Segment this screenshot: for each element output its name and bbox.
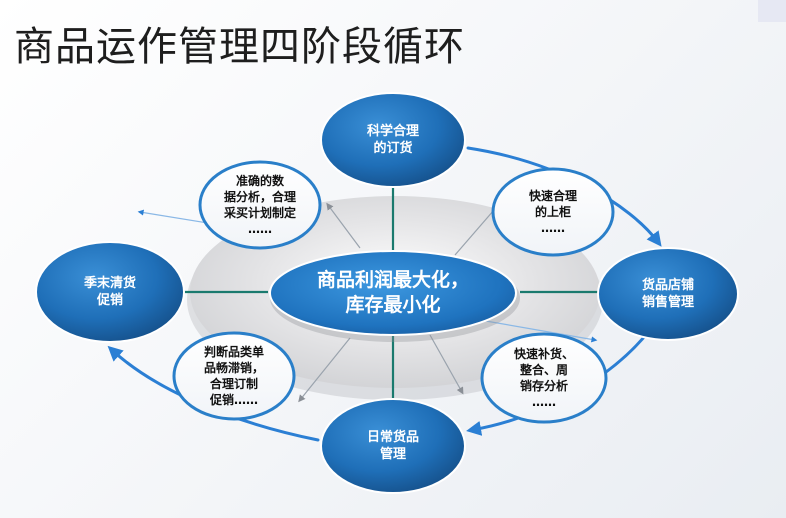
stage-left-line-2: 促销 — [96, 293, 123, 308]
pointer-bl — [298, 337, 351, 403]
pointer-lr — [479, 319, 598, 343]
note-br-line-4: …… — [532, 395, 556, 409]
note-label-bottom-left: 判断品类单 品畅滞销， 合理订制 促销…… — [179, 341, 289, 411]
note-tl-line-2: 据分析，合理 — [223, 190, 296, 204]
note-bl-line-1: 判断品类单 — [203, 345, 264, 359]
stage-label-bottom: 日常货品 管理 — [333, 426, 453, 466]
note-bl-line-4: 促销…… — [209, 393, 258, 407]
note-tr-line-1: 快速合理 — [528, 189, 577, 203]
pointer-ul — [326, 202, 361, 249]
note-bubble-bottom-left — [172, 331, 296, 421]
connectors — [180, 185, 605, 405]
note-tl-line-3: 采买计划制定 — [223, 206, 296, 220]
note-br-line-2: 整合、周 — [519, 363, 568, 377]
note-bl-line-3: 合理订制 — [209, 377, 258, 391]
stage-label-left: 季末清货 促销 — [50, 272, 170, 312]
stage-label-right: 货品店铺 销售管理 — [608, 274, 728, 314]
stage-bottom-line-1: 日常货品 — [366, 430, 419, 445]
note-tr-line-3: …… — [541, 221, 565, 235]
center-label: 商品利润最大化， 库存最小化 — [283, 266, 503, 320]
note-tr-line-2: 的上柜 — [534, 205, 571, 219]
stage-node-right — [597, 247, 739, 341]
pointer-br — [429, 334, 464, 395]
stage-top-line-1: 科学合理 — [366, 124, 419, 139]
stage-node-left — [35, 241, 185, 343]
stage-bottom-line-2: 管理 — [379, 447, 406, 462]
stage-node-bottom — [320, 398, 466, 494]
note-label-top-left: 准确的数 据分析，合理 采买计划制定 …… — [205, 170, 315, 240]
note-bubble-top-left — [198, 160, 322, 250]
note-br-line-1: 快速补货、 — [513, 347, 574, 361]
note-tl-line-4: …… — [248, 222, 272, 236]
center-line-1: 商品利润最大化， — [316, 269, 469, 291]
center-line-2: 库存最小化 — [345, 294, 441, 316]
note-br-line-3: 销存分析 — [519, 379, 568, 393]
stage-label-top: 科学合理 的订货 — [333, 120, 453, 160]
note-bubble-top-right — [491, 167, 615, 257]
note-label-top-right: 快速合理 的上柜 …… — [498, 186, 608, 238]
stage-left-line-1: 季末清货 — [83, 276, 136, 291]
stage-right-line-2: 销售管理 — [641, 295, 694, 310]
note-bl-line-2: 品畅滞销， — [203, 361, 264, 375]
center-ellipse — [269, 250, 517, 336]
note-bubble-bottom-right — [480, 332, 608, 424]
stage-node-top — [320, 92, 466, 188]
stage-top-line-2: 的订货 — [373, 141, 413, 156]
corner-mark — [758, 0, 786, 22]
note-label-bottom-right: 快速补货、 整合、周 销存分析 …… — [489, 343, 599, 413]
note-tl-line-1: 准确的数 — [235, 174, 284, 188]
page-title: 商品运作管理四阶段循环 — [14, 24, 465, 70]
stage-right-line-1: 货品店铺 — [641, 278, 694, 293]
